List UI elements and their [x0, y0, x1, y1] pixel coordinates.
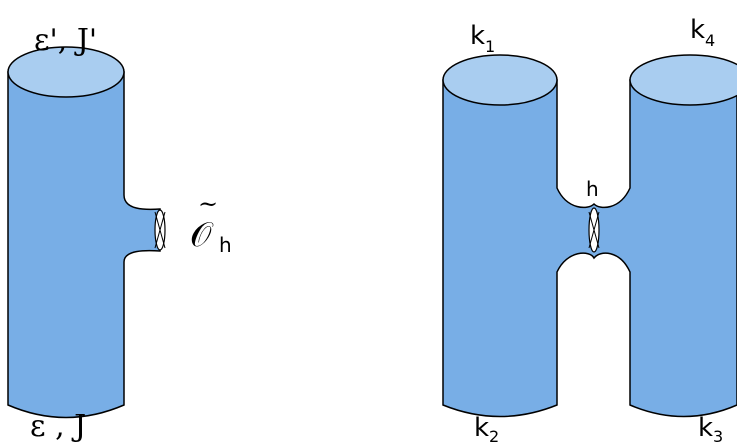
operator-symbol: 𝒪	[190, 215, 214, 255]
label-k2: k 2	[474, 413, 499, 443]
left-tube-top-opening	[7, 46, 125, 98]
operator-insertion-circle	[154, 209, 166, 251]
k1-base: k	[470, 21, 485, 51]
k3-base: k	[698, 413, 713, 443]
left-worldsheet: ε', J' ε , J ~ 𝒪 h	[7, 23, 232, 443]
left-tube-body	[7, 71, 161, 419]
left-top-label: ε', J'	[34, 23, 97, 58]
k2-sub: 2	[489, 427, 499, 443]
k3-sub: 3	[713, 427, 723, 443]
neck-label: h	[586, 177, 599, 201]
right-tube-body	[442, 79, 737, 418]
left-bottom-label: ε , J	[30, 409, 86, 443]
k4-base: k	[690, 15, 705, 45]
k1-sub: 1	[485, 37, 495, 56]
right-tube-right-top	[629, 54, 737, 106]
label-k4: k 4	[690, 15, 715, 50]
neck-cross-section	[588, 207, 600, 253]
k4-sub: 4	[705, 31, 715, 50]
right-tube-left-top	[442, 54, 558, 106]
operator-subscript: h	[219, 233, 232, 257]
operator-tilde: ~	[198, 190, 218, 218]
k2-base: k	[474, 413, 489, 443]
label-k3: k 3	[698, 413, 723, 443]
label-k1: k 1	[470, 21, 495, 56]
right-worldsheet: h k 1 k 4 k 2 k 3	[442, 15, 737, 443]
